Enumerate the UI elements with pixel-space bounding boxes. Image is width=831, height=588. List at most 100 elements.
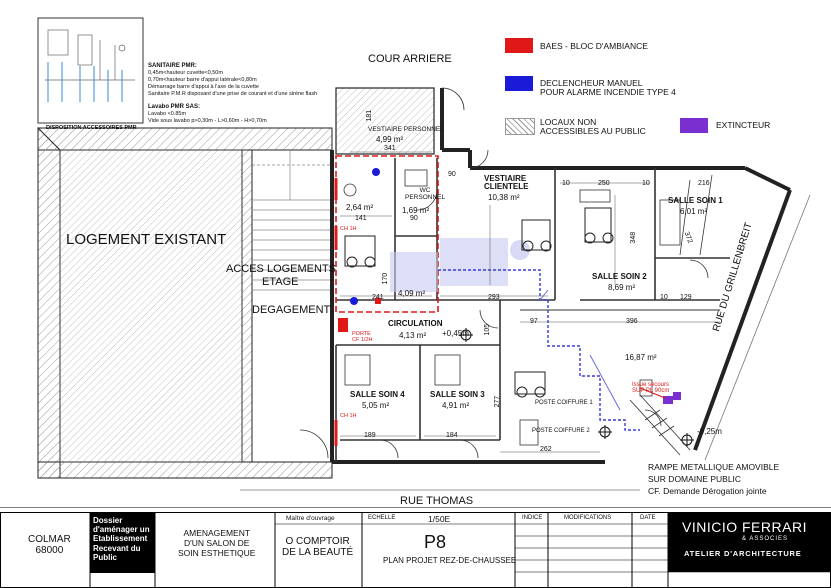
- dim-label: 141: [355, 215, 367, 222]
- legend-label-baes: BAES - BLOC D'AMBIANCE: [540, 41, 648, 51]
- dim-label: 189: [364, 432, 376, 439]
- ch-label: CH 1H: [340, 413, 357, 419]
- degagement-label: DEGAGEMENT: [252, 304, 331, 316]
- dim-label: 396: [626, 318, 638, 325]
- room-area: 4,91 m²: [442, 401, 470, 410]
- room-area: 2,64 m²: [346, 203, 374, 212]
- extinguisher: [663, 396, 673, 404]
- dim-label: 129: [680, 294, 692, 301]
- logement-existant-label: LOGEMENT EXISTANT: [66, 231, 227, 248]
- dim-label: 170: [382, 272, 390, 285]
- issue-secours-label: Issue secours SUP PL 90cm: [632, 382, 670, 395]
- room-area: 16,87 m²: [625, 353, 657, 362]
- etage-label: ETAGE: [262, 276, 299, 288]
- rampe-label: RAMPE METALLIQUE AMOVIBLE: [648, 462, 780, 472]
- dim-label: 184: [446, 432, 458, 439]
- fixtures: [343, 169, 713, 446]
- sheet-number: P8: [424, 532, 447, 552]
- dossier: Dossier d'aménager un Etablissement Rece…: [93, 516, 150, 562]
- room-area: 4,13 m²: [399, 331, 427, 340]
- pmr-inset-dims: [47, 62, 123, 102]
- architect-name: VINICIO FERRARI: [682, 519, 807, 535]
- room-name: SALLE SOIN 4: [350, 390, 405, 399]
- level-label: -0,25m: [697, 427, 722, 436]
- echelle-value: 1/50E: [428, 514, 451, 524]
- dim-label: 90: [448, 171, 456, 178]
- rue-thomas-label: RUE THOMAS: [400, 495, 474, 507]
- alarm-trigger: [350, 297, 358, 305]
- pmr-lavabo-title: Lavabo PMR SAS:: [148, 104, 201, 110]
- ch-label: CH 1H: [340, 226, 357, 232]
- room-area: 6,01 m²: [680, 207, 708, 216]
- dim-label: 181: [366, 109, 374, 122]
- stairs: [252, 150, 330, 291]
- rampe-label: SUR DOMAINE PUBLIC: [648, 474, 742, 484]
- ramp-arrows: [539, 289, 621, 411]
- partition-walls: [335, 158, 730, 462]
- room-name: WC PERSONNEL: [405, 187, 446, 201]
- pmr-sanitaire-line: Démarrage barre d'appui à l'axe de la cu…: [148, 84, 259, 90]
- dim-label: 105: [484, 323, 492, 336]
- disposition-caption: DISPOSITION ACCESSOIRES PMR: [46, 125, 137, 131]
- room-name: VESTIAIRE PERSONNEL: [368, 126, 444, 133]
- pmr-lavabo-line: Lavabo <0.85m: [148, 111, 187, 117]
- room-area: 5,05 m²: [362, 401, 390, 410]
- legend-swatch-declencheur: [505, 76, 533, 91]
- legend-swatch-baes: [505, 38, 533, 53]
- dim-label: 10: [562, 180, 570, 187]
- plan-title: PLAN PROJET REZ-DE-CHAUSSEE: [383, 556, 517, 565]
- floor-plan-drawing: [0, 17, 831, 509]
- indice-label: INDICE: [522, 515, 543, 521]
- doors: [299, 87, 709, 459]
- pmr-inset-drawing: [45, 29, 135, 81]
- acces-logements-label: ACCES LOGEMENTS: [226, 263, 337, 275]
- dim-label: 348: [630, 231, 638, 244]
- aire-manoeuvre: [440, 238, 508, 286]
- pmr-sanitaire-line: 0,70m<hauteur barre d'appui latérale<0,8…: [148, 77, 257, 83]
- room-area: 8,69 m²: [608, 283, 636, 292]
- pmr-sanitaire-title: SANITAIRE PMR:: [148, 63, 197, 69]
- baes-block: [338, 318, 348, 332]
- room-name: SALLE SOIN 3: [430, 390, 485, 399]
- title-block: COLMAR 68000 Dossier d'aménager un Etabl…: [0, 512, 831, 588]
- structural-walls: [330, 88, 792, 464]
- maitre-name: O COMPTOIR DE LA BEAUTÉ: [282, 536, 354, 558]
- street-ramp: [629, 394, 691, 456]
- dim-label: 216: [698, 180, 710, 187]
- alarm-trigger: [372, 168, 380, 176]
- cour-arriere-label: COUR ARRIERE: [368, 53, 452, 65]
- level-markers: [459, 328, 694, 447]
- date-label: DATE: [640, 515, 656, 521]
- pmr-route: [438, 269, 640, 431]
- dim-label: 250: [598, 180, 610, 187]
- echelle-label: ECHELLE: [368, 515, 396, 521]
- wheelchair-icon: [344, 207, 614, 398]
- rampe-label: CF. Demande Dérogation jointe: [648, 486, 767, 496]
- room-name: SALLE SOIN 2: [592, 272, 647, 281]
- pmr-inset-frame: [37, 17, 144, 124]
- dim-label: 10: [660, 294, 668, 301]
- dim-label: 241: [372, 294, 384, 301]
- atelier-label: ATELIER D'ARCHITECTURE: [684, 549, 802, 558]
- dim-label: 10: [642, 180, 650, 187]
- room-name: VESTIAIRE CLIENTELE: [484, 174, 529, 192]
- poste-label: POSTE COIFFURE 2: [532, 428, 590, 434]
- dim-label: 97: [530, 318, 538, 325]
- pmr-sanitaire-line: 0,45m<hauteur cuvette<0,50m: [148, 70, 223, 76]
- pmr-sanitaire-line: Sanitaire P.M.R disposant d'une prise de…: [148, 91, 318, 97]
- floor-plan: [0, 17, 831, 509]
- legend-swatch-extincteur: [680, 118, 708, 133]
- modifications-label: MODIFICATIONS: [564, 515, 612, 521]
- room-area: 10,38 m²: [488, 193, 520, 202]
- level-label: +0,45m: [442, 329, 469, 338]
- maitre-label: Maître d'ouvrage: [286, 515, 335, 522]
- legend-label-locaux: LOCAUX NON ACCESSIBLES AU PUBLIC: [540, 117, 646, 136]
- legend-label-declencheur: DECLENCHEUR MANUEL POUR ALARME INCENDIE …: [540, 78, 676, 97]
- architect-sub: & ASSOCIES: [742, 536, 789, 542]
- legend-label-extincteur: EXTINCTEUR: [716, 120, 771, 130]
- pmr-lavabo-line: Vide sous lavabo p>0,30m - L>0,60m - H>0…: [148, 118, 267, 124]
- poste-label: POSTE COIFFURE 1: [535, 400, 593, 406]
- architect-logo: VINICIO FERRARI & ASSOCIES ATELIER D'ARC…: [668, 512, 831, 572]
- logement-existant-area: [59, 149, 243, 463]
- dim-label: 293: [488, 294, 500, 301]
